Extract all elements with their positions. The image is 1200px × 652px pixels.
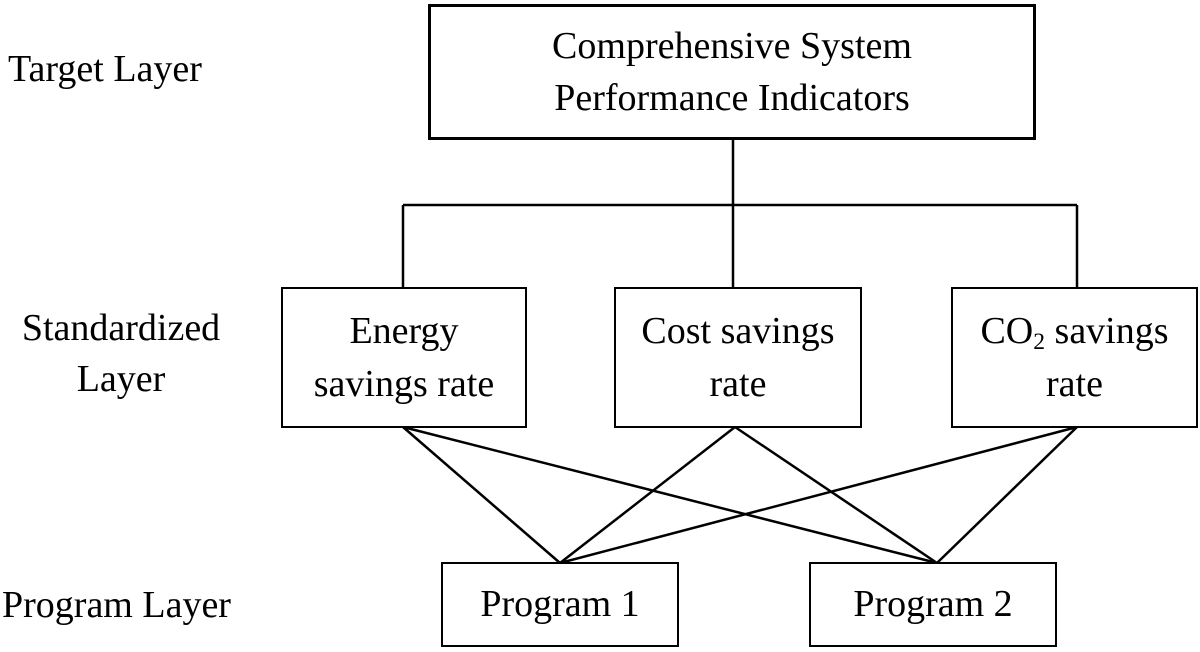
node-energy-line1: Energy: [349, 310, 459, 353]
node-co2-savings-rate: CO2 savings rate: [951, 287, 1198, 428]
node-program-2-label: Program 2: [853, 583, 1013, 626]
target-layer-label: Target Layer: [8, 44, 202, 95]
standardized-layer-line1: Standardized: [21, 307, 221, 349]
node-cost-savings-rate: Cost savings rate: [614, 287, 862, 428]
connector-energy-program1: [402, 426, 561, 564]
node-program-2: Program 2: [809, 562, 1057, 647]
connector-cost-program1: [559, 426, 736, 564]
node-cost-line1: Cost savings: [641, 310, 835, 353]
program-layer-label: Program Layer: [2, 580, 231, 631]
connector-energy-program2: [402, 425, 938, 565]
connector-cost-program2: [734, 425, 938, 565]
connector-co2-program2: [936, 426, 1078, 564]
node-co2-line1: CO2 savings: [980, 305, 1168, 357]
node-program-1: Program 1: [441, 562, 679, 647]
node-program-1-label: Program 1: [480, 583, 640, 626]
node-co2-subscript: 2: [1033, 328, 1046, 355]
node-comprehensive-line2: Performance Indicators: [554, 77, 910, 119]
program-layer-text: Program Layer: [2, 584, 231, 626]
node-comprehensive-line1: Comprehensive System: [552, 24, 912, 67]
node-co2-line2: rate: [1046, 362, 1103, 405]
target-layer-text: Target Layer: [8, 48, 202, 90]
node-energy-line2: savings rate: [313, 362, 495, 405]
standardized-layer-line2: Layer: [76, 358, 166, 401]
node-co2-suffix: savings: [1045, 310, 1169, 353]
connector-co2-program1: [559, 425, 1078, 565]
standardized-layer-label: Standardized Layer: [8, 303, 234, 406]
node-comprehensive-indicators: Comprehensive System Performance Indicat…: [428, 4, 1036, 140]
node-cost-line2: rate: [709, 362, 767, 405]
node-energy-savings-rate: Energy savings rate: [281, 287, 527, 428]
node-co2-prefix: CO: [980, 310, 1034, 353]
